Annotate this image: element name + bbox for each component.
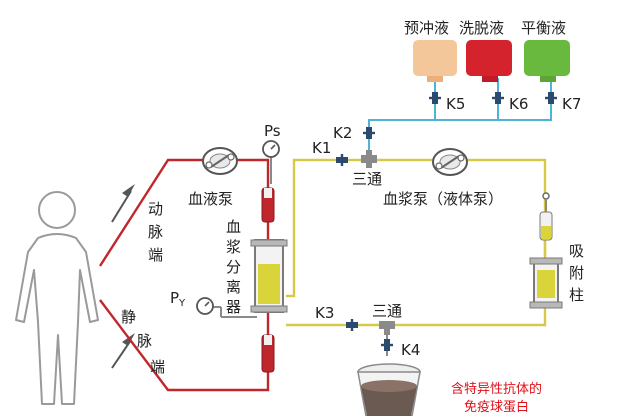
column-label-3: 柱 bbox=[569, 286, 584, 304]
vein-label-2: 脉 bbox=[137, 332, 152, 350]
tee-lower-label: 三通 bbox=[372, 302, 402, 320]
valve-k3-label: K3 bbox=[315, 304, 334, 322]
valve-k6-label: K6 bbox=[509, 95, 528, 113]
separator-label-1: 血 bbox=[226, 218, 241, 236]
tee-upper-label: 三通 bbox=[352, 170, 382, 188]
collection-cup bbox=[357, 363, 421, 416]
vein-label-1: 静 bbox=[121, 308, 136, 326]
valve-k1-label: K1 bbox=[312, 139, 331, 157]
ps-gauge-label: Ps bbox=[264, 122, 281, 140]
separator-label-2: 浆 bbox=[226, 238, 241, 256]
elution-solution-label: 洗脱液 bbox=[459, 19, 504, 37]
artery-flow-arrow-icon bbox=[111, 184, 135, 223]
blood-pump[interactable] bbox=[202, 147, 238, 175]
artery-label-3: 端 bbox=[148, 246, 163, 264]
vein-label-3: 端 bbox=[150, 358, 165, 376]
py-gauge-label: PY bbox=[170, 289, 186, 309]
artery-label-1: 动 bbox=[148, 200, 163, 218]
valve-k7[interactable] bbox=[545, 92, 557, 104]
vein-flow-arrow-icon bbox=[111, 333, 135, 369]
py-gauge: PY bbox=[170, 289, 257, 318]
valve-k3[interactable] bbox=[346, 319, 358, 331]
immunoglobulin-note-line-2: 免疫球蛋白 bbox=[464, 399, 529, 415]
patient-figure bbox=[15, 191, 99, 405]
elution-solution-bag bbox=[466, 40, 512, 82]
column-label-2: 附 bbox=[569, 264, 584, 282]
valve-k1[interactable] bbox=[336, 154, 348, 166]
valve-k5[interactable] bbox=[429, 92, 441, 104]
separator-label-3: 分 bbox=[226, 258, 241, 276]
tee-junction-upper bbox=[361, 150, 377, 168]
valve-k6[interactable] bbox=[492, 92, 504, 104]
prime-solution-bag bbox=[413, 40, 457, 82]
tee-junction-lower bbox=[379, 321, 395, 335]
column-label-1: 吸 bbox=[569, 242, 584, 260]
adsorption-column bbox=[529, 192, 563, 309]
balance-solution-label: 平衡液 bbox=[521, 19, 566, 37]
prime-solution-label: 预冲液 bbox=[404, 19, 449, 37]
balance-solution-bag bbox=[524, 40, 570, 82]
plasma-separator bbox=[250, 187, 288, 373]
blood-pump-label: 血液泵 bbox=[188, 190, 233, 208]
plasma-pump[interactable] bbox=[432, 148, 468, 176]
separator-label-4: 离 bbox=[226, 278, 241, 296]
valve-k4[interactable] bbox=[381, 339, 393, 351]
ps-gauge: Ps bbox=[262, 122, 281, 184]
plasma-pump-label: 血浆泵（液体泵） bbox=[383, 190, 503, 208]
valve-k2-label: K2 bbox=[333, 124, 352, 142]
valve-k7-label: K7 bbox=[562, 95, 581, 113]
valve-k4-label: K4 bbox=[401, 341, 420, 359]
buffer-line bbox=[368, 75, 552, 158]
immunoglobulin-note-line-1: 含特异性抗体的 bbox=[451, 381, 542, 397]
separator-label-5: 器 bbox=[226, 298, 241, 316]
valve-k5-label: K5 bbox=[446, 95, 465, 113]
valve-k2[interactable] bbox=[363, 127, 375, 139]
artery-label-2: 脉 bbox=[148, 223, 163, 241]
